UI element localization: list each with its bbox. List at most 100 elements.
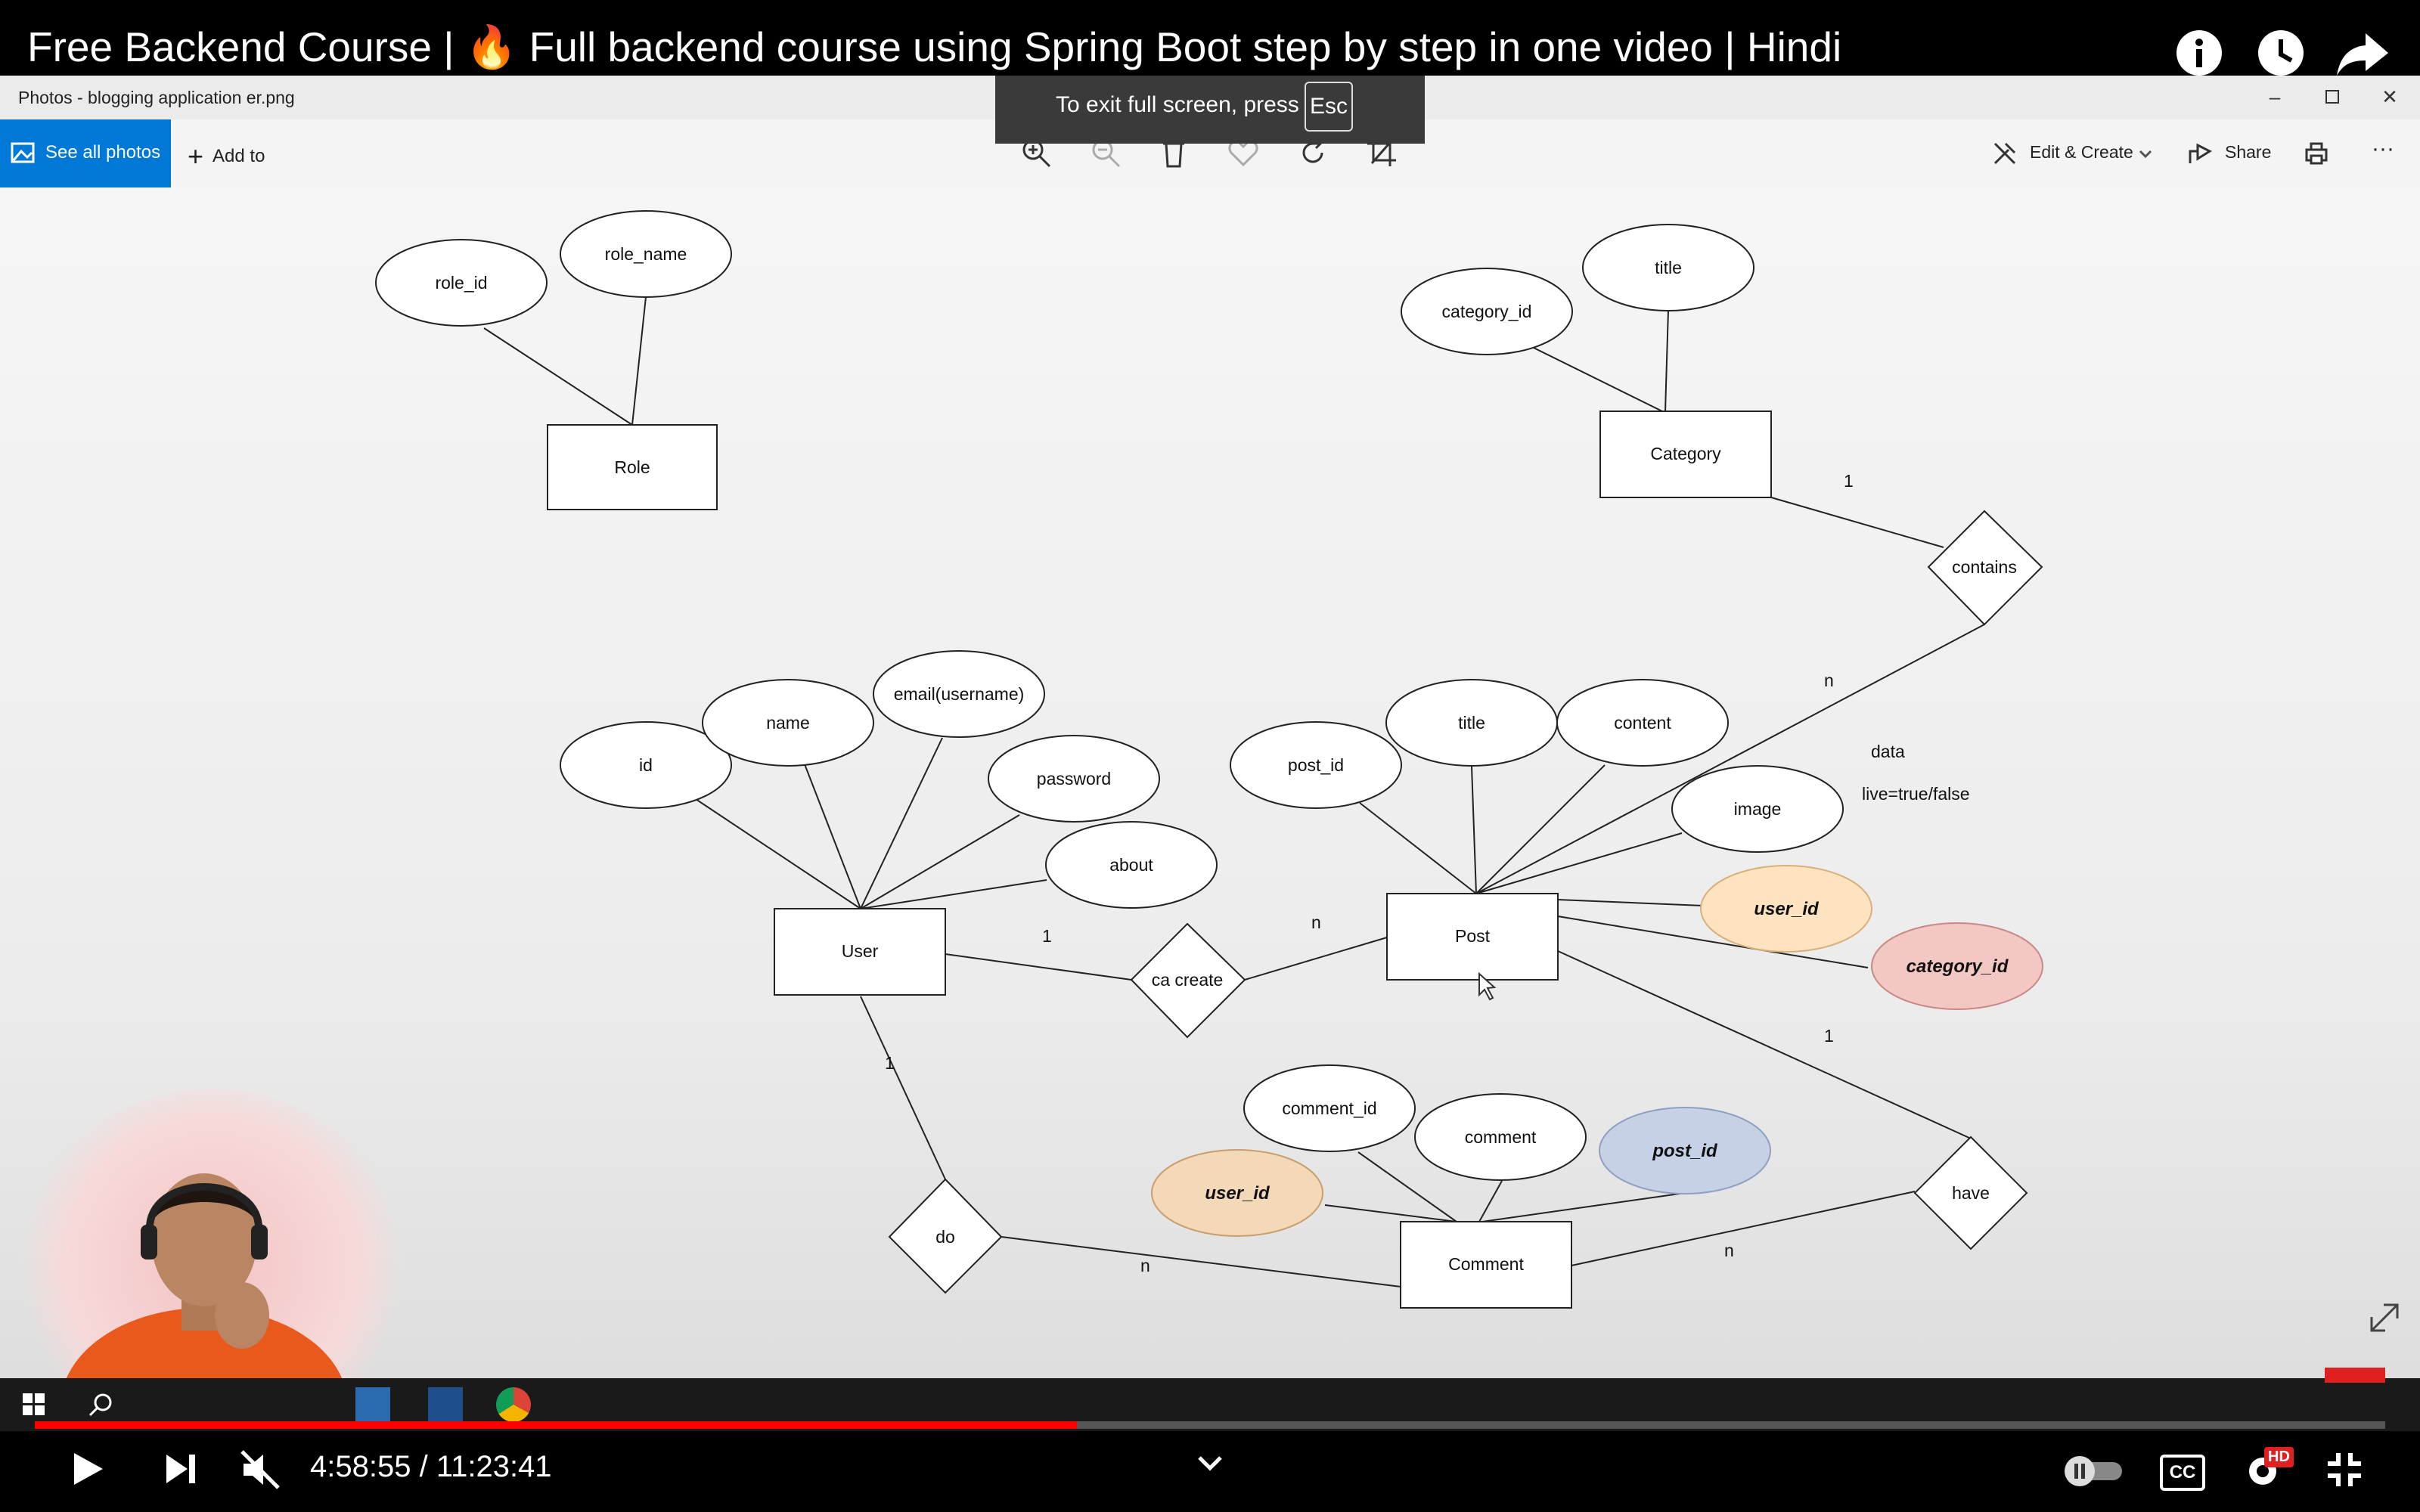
play-icon[interactable] — [68, 1450, 106, 1488]
cardinality-have-comment: n — [1724, 1241, 1734, 1260]
svg-text:do: do — [935, 1227, 955, 1247]
entity-role — [547, 424, 718, 510]
add-to-button[interactable]: + Add to — [188, 141, 265, 172]
captions-button[interactable]: CC — [2160, 1455, 2205, 1491]
attribute-role-name: role_name — [560, 210, 732, 298]
svg-text:user_id: user_id — [1205, 1183, 1270, 1204]
entity-user — [774, 908, 946, 996]
progress-track[interactable] — [35, 1421, 2385, 1429]
svg-text:name: name — [766, 713, 810, 733]
svg-text:user_id: user_id — [1754, 899, 1820, 919]
autoplay-toggle[interactable] — [2062, 1453, 2125, 1489]
esc-key-label: Esc — [1305, 82, 1353, 132]
time-display: 4:58:55 / 11:23:41 — [310, 1450, 552, 1484]
entity-comment-label: Comment — [1448, 1254, 1524, 1274]
subscribe-badge — [2325, 1368, 2385, 1383]
time-separator: / — [411, 1450, 436, 1483]
share-arrow-icon[interactable] — [2332, 23, 2393, 83]
share-icon — [2189, 143, 2213, 163]
print-icon[interactable] — [2304, 141, 2329, 166]
svg-text:password: password — [1037, 769, 1111, 789]
cardinality-contains-post: n — [1824, 671, 1834, 690]
entity-post — [1386, 893, 1559, 981]
attribute-category-title: title — [1582, 224, 1754, 311]
info-icon[interactable] — [2169, 23, 2229, 83]
next-icon[interactable] — [162, 1452, 200, 1486]
attribute-category-id: category_id — [1401, 268, 1573, 355]
entity-comment — [1400, 1221, 1572, 1309]
svg-text:post_id: post_id — [1288, 755, 1344, 775]
svg-text:about: about — [1109, 855, 1153, 875]
minimize-icon[interactable]: – — [2269, 85, 2281, 108]
cardinality-do-comment: n — [1140, 1256, 1150, 1275]
svg-text:title: title — [1458, 713, 1485, 733]
watch-later-icon[interactable] — [2251, 23, 2311, 83]
mouse-cursor-icon — [1478, 971, 1497, 1001]
er-diagram: Role Category User Post Comment role_id … — [375, 210, 2399, 1332]
see-all-photos-button[interactable]: See all photos — [0, 119, 171, 187]
attribute-post-fk-category: category_id — [1871, 922, 2043, 1010]
svg-text:email(username): email(username) — [894, 684, 1025, 704]
svg-text:comment: comment — [1465, 1127, 1537, 1147]
svg-text:have: have — [1952, 1183, 1990, 1203]
entity-category-label: Category — [1650, 444, 1721, 463]
svg-text:content: content — [1614, 713, 1671, 733]
favorite-icon[interactable] — [1227, 136, 1260, 169]
relationship-create: ca create — [1130, 922, 1246, 1039]
fullscreen-toast: To exit full screen, press Esc — [995, 76, 1425, 144]
entity-user-label: User — [842, 941, 879, 961]
photos-app-taskbar-icon[interactable] — [355, 1387, 390, 1422]
chrome-taskbar-icon[interactable] — [496, 1387, 531, 1422]
attribute-post-content: content — [1556, 679, 1729, 767]
player-controls — [0, 1431, 2420, 1512]
svg-text:comment_id: comment_id — [1282, 1098, 1376, 1118]
attribute-post-id: post_id — [1230, 721, 1402, 809]
progress-fill — [35, 1421, 1077, 1429]
svg-text:title: title — [1655, 258, 1682, 277]
chevron-down-icon[interactable] — [2137, 145, 2154, 162]
photos-window-title: Photos - blogging application er.png — [18, 88, 295, 107]
note-live: live=true/false — [1862, 784, 1970, 804]
entity-role-label: Role — [614, 457, 650, 477]
maximize-icon[interactable] — [2317, 82, 2347, 112]
taskbar-search-icon[interactable] — [88, 1392, 113, 1418]
expand-icon[interactable] — [2370, 1303, 2399, 1332]
attribute-comment-id: comment_id — [1243, 1064, 1416, 1152]
attribute-comment-fk-post: post_id — [1599, 1107, 1771, 1194]
video-title: Free Backend Course | 🔥 Full backend cou… — [27, 23, 1842, 70]
attribute-comment-fk-user: user_id — [1151, 1149, 1323, 1237]
mute-icon[interactable] — [240, 1450, 280, 1489]
svg-text:role_name: role_name — [605, 244, 687, 264]
add-to-label: Add to — [213, 146, 265, 166]
time-current: 4:58:55 — [310, 1450, 411, 1483]
windows-start-icon[interactable] — [23, 1393, 45, 1416]
note-data: data — [1871, 742, 1905, 761]
svg-text:id: id — [639, 755, 653, 775]
attribute-user-id: id — [560, 721, 732, 809]
see-all-photos-label: See all photos — [45, 142, 161, 163]
relationship-contains: contains — [1927, 510, 2043, 626]
attribute-post-fk-user: user_id — [1700, 865, 1872, 953]
hd-badge: HD — [2264, 1447, 2294, 1467]
attribute-post-title: title — [1385, 679, 1558, 767]
photos-icon — [11, 142, 35, 163]
svg-text:image: image — [1734, 799, 1782, 819]
attribute-user-email: email(username) — [873, 650, 1045, 738]
attribute-user-about: about — [1045, 821, 1218, 909]
close-icon[interactable]: ✕ — [2381, 85, 2398, 108]
exit-fullscreen-icon[interactable] — [2325, 1450, 2364, 1489]
share-button[interactable]: Share — [2225, 142, 2272, 162]
edit-create-button[interactable]: Edit & Create — [2030, 142, 2133, 162]
plus-icon: + — [188, 141, 204, 172]
attribute-comment-text: comment — [1414, 1093, 1587, 1181]
attribute-post-image: image — [1671, 765, 1844, 853]
cardinality-user-create: 1 — [1042, 926, 1052, 946]
edit-create-icon — [1993, 142, 2016, 165]
chapter-chevron-icon[interactable] — [1195, 1452, 1225, 1474]
ide-taskbar-icon[interactable] — [428, 1387, 463, 1422]
attribute-role-id: role_id — [375, 239, 548, 327]
svg-text:post_id: post_id — [1652, 1141, 1718, 1161]
more-options-button[interactable]: ··· — [2372, 136, 2394, 161]
connector-lines — [483, 296, 1985, 1287]
fullscreen-toast-text: To exit full screen, press — [1056, 92, 1299, 117]
